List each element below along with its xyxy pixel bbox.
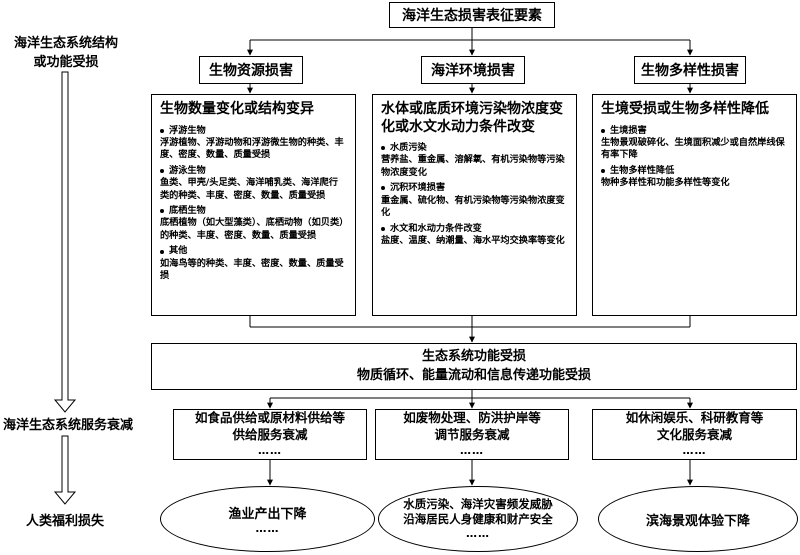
column-bio-resource: 生物数量变化或结构变异 浮游生物 浮游植物、浮游动物和浮游微生物的种类、丰度、密… <box>151 94 356 316</box>
service-line1: 如食品供给或原材料供给等 <box>194 410 345 426</box>
column-heading: 生境受损或生物多样性降低 <box>601 101 769 117</box>
label-service-decline: 海洋生态系统服务衰减 <box>2 418 133 433</box>
list-item: 游泳生物 鱼类、甲壳/头足类、海洋哺乳类、海洋爬行类的种类、丰度、密度、数量、质… <box>160 165 347 202</box>
list-item: 水质污染 营养盐、重金属、溶解氧、有机污染物等污染物浓度变化 <box>381 142 568 179</box>
bullet-icon <box>601 168 605 173</box>
item-head: 底栖生物 <box>169 205 206 217</box>
welfare-line1: 水质污染、海洋灾害频发威胁 <box>403 496 553 511</box>
column-biodiversity: 生境受损或生物多样性降低 生境损害 生物景观破碎化、生境面积减少或自然岸线保有率… <box>592 94 797 316</box>
item-text: 重金属、硫化物、有机污染物等污染物浓度变化 <box>381 194 565 219</box>
item-text: 浮游植物、浮游动物和浮游微生物的种类、丰度、密度、数量、质量受损 <box>160 136 344 161</box>
item-text: 物种多样性和功能多样性等变化 <box>601 177 730 189</box>
bullet-icon <box>160 168 164 173</box>
list-item: 沉积环境损害 重金属、硫化物、有机污染物等污染物浓度变化 <box>381 182 568 219</box>
item-head: 沉积环境损害 <box>390 182 446 194</box>
item-head: 生物多样性降低 <box>610 164 675 176</box>
service-regulating-box: 如废物处理、防洪护岸等 调节服务衰减 …… <box>375 409 569 460</box>
service-cultural-box: 如休闲娱乐、科研教育等 文化服务衰减 …… <box>592 409 797 460</box>
service-line2: 供给服务衰减 <box>232 427 308 443</box>
label-welfare-loss: 人类福利损失 <box>25 514 104 529</box>
function-title: 生态系统功能受损 <box>421 349 526 365</box>
welfare-line2: 沿海居民人身健康和财产安全 <box>403 511 553 526</box>
item-text: 鱼类、甲壳/头足类、海洋哺乳类、海洋爬行类的种类、丰度、密度、数量、质量受损 <box>160 177 338 201</box>
item-head: 浮游生物 <box>169 124 206 136</box>
welfare-line1: 滨海景观体验下降 <box>645 513 750 529</box>
list-item: 浮游生物 浮游植物、浮游动物和浮游微生物的种类、丰度、密度、数量、质量受损 <box>160 125 347 162</box>
bullet-icon <box>381 186 385 191</box>
category-label: 生物资源损害 <box>209 63 293 79</box>
column-marine-env: 水体或底质环境污染物浓度变化或水文水动力条件改变 水质污染 营养盐、重金属、溶解… <box>372 94 577 316</box>
service-ellipsis: …… <box>258 443 282 457</box>
item-head: 生境损害 <box>610 124 647 136</box>
item-head: 其他 <box>169 245 188 257</box>
welfare-ellipsis: …… <box>466 526 490 540</box>
service-line1: 如休闲娱乐、科研教育等 <box>625 410 764 426</box>
list-item: 生境损害 生物景观破碎化、生境面积减少或自然岸线保有率下降 <box>601 125 788 162</box>
category-label: 生物多样性损害 <box>641 63 739 79</box>
ecosystem-function-box: 生态系统功能受损 物质循环、能量流动和信息传递功能受损 <box>151 343 797 390</box>
item-text: 底栖植物（如大型藻类）、底栖动物（如贝类）的种类、丰度、密度、数量、质量受损 <box>160 217 344 241</box>
list-item: 其他 如海鸟等的种类、丰度、密度、数量、质量受损 <box>160 245 347 282</box>
welfare-ellipsis: …… <box>255 522 280 535</box>
top-title: 海洋生态损害表征要素 <box>402 8 542 24</box>
welfare-health-ellipse: 水质污染、海洋灾害频发威胁 沿海居民人身健康和财产安全 …… <box>378 486 578 552</box>
service-ellipsis: …… <box>460 443 484 457</box>
item-head: 游泳生物 <box>169 164 206 176</box>
service-line2: 调节服务衰减 <box>434 427 510 443</box>
item-text: 盐度、温度、纳潮量、海水平均交换率等变化 <box>381 234 565 246</box>
function-subtitle: 物质循环、能量流动和信息传递功能受损 <box>356 367 591 383</box>
service-provisioning-box: 如食品供给或原材料供给等 供给服务衰减 …… <box>173 409 367 460</box>
bullet-icon <box>160 209 164 214</box>
item-head: 水质污染 <box>390 142 427 153</box>
column-heading: 水体或底质环境污染物浓度变化或水文水动力条件改变 <box>381 101 563 135</box>
welfare-fishery-ellipse: 渔业产出下降 …… <box>160 486 375 552</box>
bullet-icon <box>160 249 164 254</box>
bullet-icon <box>381 146 385 151</box>
item-text: 营养盐、重金属、溶解氧、有机污染物等污染物浓度变化 <box>381 154 565 178</box>
label-ecosystem-damage: 海洋生态系统结构 或功能受损 <box>13 36 118 70</box>
item-head: 水文和水动力条件改变 <box>390 222 482 234</box>
item-text: 如海鸟等的种类、丰度、密度、数量、质量受损 <box>160 257 344 282</box>
item-text: 生物景观破碎化、生境面积减少或自然岸线保有率下降 <box>601 136 785 161</box>
service-line1: 如废物处理、防洪护岸等 <box>403 410 541 426</box>
service-line2: 文化服务衰减 <box>656 427 732 443</box>
category-biodiversity: 生物多样性损害 <box>634 56 746 84</box>
category-marine-env: 海洋环境损害 <box>421 56 525 84</box>
welfare-line1: 渔业产出下降 <box>228 507 307 522</box>
list-item: 生物多样性降低 物种多样性和功能多样性等变化 <box>601 165 788 190</box>
category-label: 海洋环境损害 <box>431 63 515 79</box>
category-bio-resource: 生物资源损害 <box>199 56 303 84</box>
bullet-icon <box>160 128 164 133</box>
bullet-icon <box>381 226 385 231</box>
bullet-icon <box>601 128 605 133</box>
column-heading: 生物数量变化或结构变异 <box>160 101 314 117</box>
list-item: 水文和水动力条件改变 盐度、温度、纳潮量、海水平均交换率等变化 <box>381 223 568 248</box>
welfare-landscape-ellipse: 滨海景观体验下降 <box>598 486 798 552</box>
list-item: 底栖生物 底栖植物（如大型藻类）、底栖动物（如贝类）的种类、丰度、密度、数量、质… <box>160 205 347 242</box>
service-ellipsis: …… <box>682 443 707 457</box>
top-title-box: 海洋生态损害表征要素 <box>389 2 555 28</box>
